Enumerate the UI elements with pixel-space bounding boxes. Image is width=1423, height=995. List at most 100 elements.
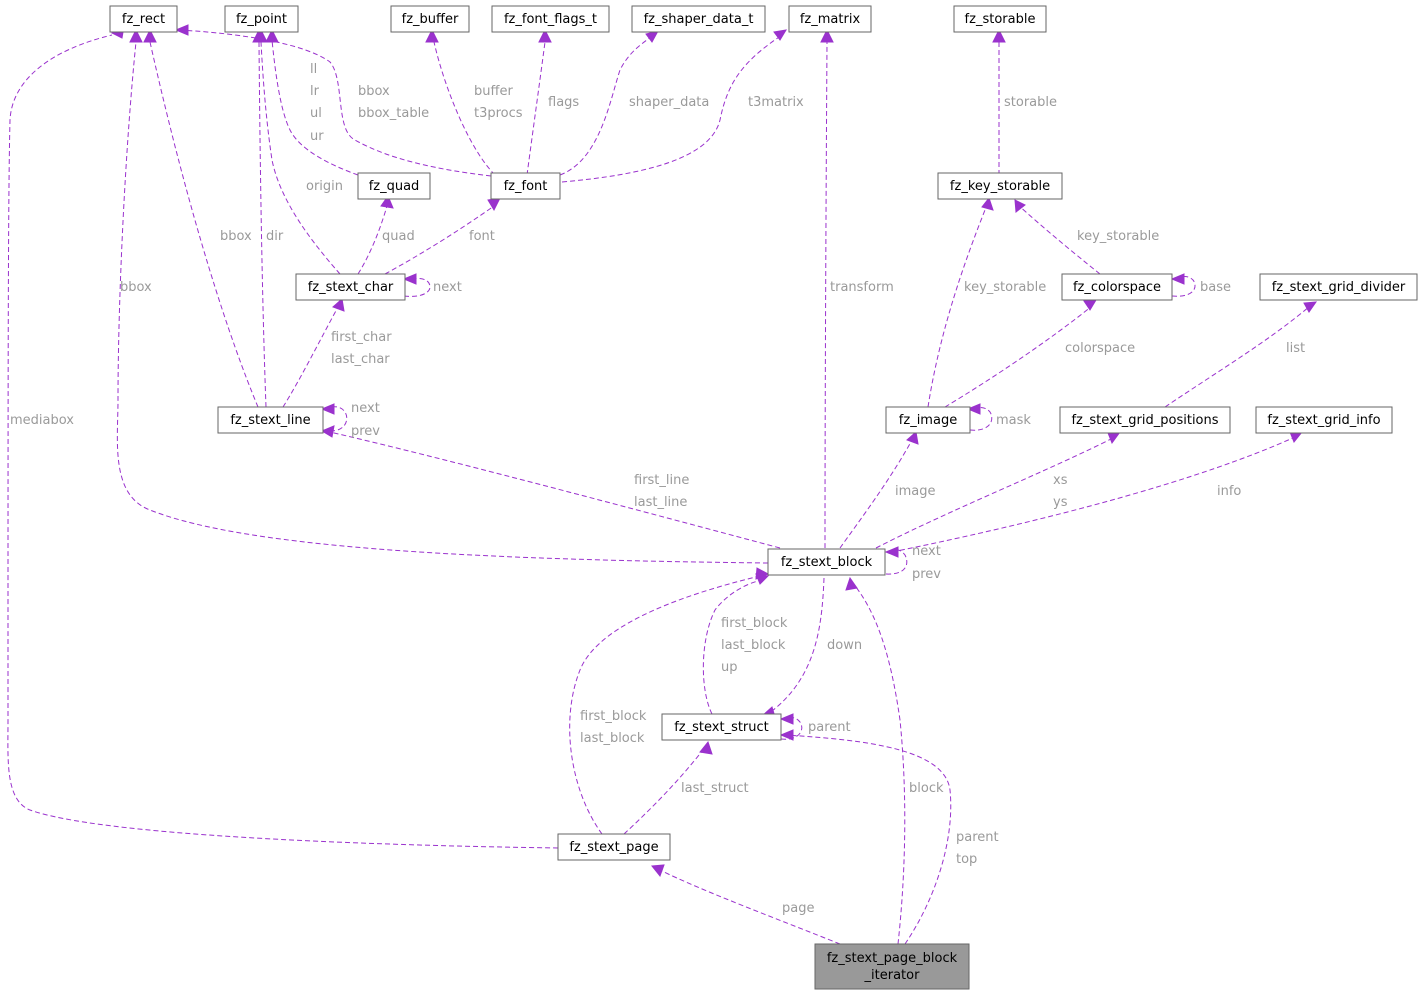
node-fz-font-flags-t[interactable]: fz_font_flags_t — [491, 5, 610, 33]
label-block-prev: prev — [912, 567, 941, 582]
edge-block-struct — [767, 577, 825, 715]
node-label: fz_matrix — [800, 12, 861, 27]
label-list: list — [1286, 341, 1305, 356]
label-t3matrix: t3matrix — [748, 95, 804, 110]
node-fz-stext-char[interactable]: fz_stext_char — [295, 273, 406, 301]
label-image: image — [895, 484, 936, 499]
node-fz-image[interactable]: fz_image — [885, 406, 971, 434]
node-label: fz_font — [504, 179, 548, 194]
label-bbox-table: bbox_table — [358, 106, 429, 121]
node-fz-point[interactable]: fz_point — [224, 5, 299, 33]
node-fz-stext-line[interactable]: fz_stext_line — [217, 406, 324, 434]
label-key-storable-cs: key_storable — [1077, 229, 1159, 244]
edge-page-rect — [7, 34, 559, 849]
arrow-line — [320, 425, 335, 438]
edge-block-gridpos — [875, 436, 1116, 549]
arrow-keystorable-2 — [1014, 199, 1026, 213]
label-xs: xs — [1053, 473, 1068, 488]
node-fz-matrix[interactable]: fz_matrix — [788, 5, 872, 33]
node-label: fz_rect — [122, 12, 165, 27]
label-font: font — [469, 229, 495, 244]
edge-colorspace-keystorable — [1016, 203, 1101, 275]
arrow-char — [332, 298, 345, 312]
label-ll: ll — [310, 62, 317, 77]
edge-line-point — [258, 41, 267, 408]
node-label: fz_point — [236, 12, 287, 27]
arrow-colorspace — [1083, 299, 1097, 311]
edge-font-flags — [526, 41, 546, 176]
node-label-line2: _iterator — [864, 968, 921, 983]
node-fz-stext-grid-info[interactable]: fz_stext_grid_info — [1255, 406, 1393, 434]
label-ul: ul — [310, 106, 322, 121]
nodes: fz_rect fz_point fz_buffer fz_font_flags… — [109, 5, 1418, 990]
node-fz-colorspace[interactable]: fz_colorspace — [1061, 273, 1173, 301]
label-line-next: next — [351, 401, 380, 416]
edge-iter-page — [659, 869, 841, 945]
label-down: down — [827, 638, 862, 653]
label-buffer: buffer — [474, 84, 513, 99]
node-fz-stext-struct[interactable]: fz_stext_struct — [661, 713, 782, 741]
label-t3procs: t3procs — [474, 106, 523, 121]
node-fz-key-storable[interactable]: fz_key_storable — [937, 172, 1063, 200]
node-label: fz_stext_line — [230, 413, 310, 428]
node-fz-stext-grid-divider[interactable]: fz_stext_grid_divider — [1259, 273, 1418, 301]
node-fz-stext-block[interactable]: fz_stext_block — [767, 548, 886, 576]
label-storable: storable — [1004, 95, 1057, 110]
label-ur: ur — [310, 129, 324, 144]
edge-char-quad — [357, 205, 388, 275]
arrow-font — [487, 197, 501, 212]
arrow-block-self — [884, 546, 899, 558]
node-fz-storable[interactable]: fz_storable — [953, 5, 1047, 33]
label-struct-first-block: first_block — [721, 616, 788, 631]
node-fz-font[interactable]: fz_font — [490, 172, 561, 200]
arrow-storable — [992, 28, 1006, 43]
edge-font-rect — [177, 29, 492, 177]
label-dir: dir — [266, 229, 284, 244]
node-label: fz_quad — [369, 179, 420, 194]
edge-labels: ll lr ul ur bbox bbox_table buffer t3pro… — [10, 62, 1305, 916]
edge-char-point — [260, 41, 341, 275]
edge-block-matrix — [824, 41, 828, 549]
arrow-char-self — [402, 273, 417, 285]
label-line-bbox: bbox — [220, 229, 252, 244]
label-block-next: next — [912, 544, 941, 559]
node-fz-quad[interactable]: fz_quad — [357, 172, 431, 200]
arrow-struct-self — [779, 713, 794, 725]
node-label: fz_buffer — [402, 12, 459, 27]
label-first-char: first_char — [331, 330, 392, 345]
label-struct-parent: parent — [808, 720, 851, 735]
node-fz-stext-page[interactable]: fz_stext_page — [557, 833, 671, 861]
node-label: fz_key_storable — [950, 179, 1050, 194]
node-fz-rect[interactable]: fz_rect — [109, 5, 178, 33]
edge-page-struct — [623, 745, 707, 835]
arrowheads — [110, 24, 1318, 878]
label-last-char: last_char — [331, 352, 390, 367]
label-page-first-block: first_block — [580, 709, 647, 724]
arrow-point-3 — [252, 28, 266, 43]
label-flags: flags — [548, 95, 579, 110]
node-fz-shaper-data-t[interactable]: fz_shaper_data_t — [631, 5, 766, 33]
node-label: fz_font_flags_t — [504, 12, 597, 27]
arrow-struct-2 — [699, 740, 713, 755]
label-info: info — [1217, 484, 1241, 499]
node-label: fz_stext_grid_info — [1267, 413, 1380, 428]
edge-line-char — [282, 306, 339, 408]
edge-iter-struct — [784, 734, 952, 945]
edge-colorspace-self — [1171, 276, 1196, 297]
label-key-storable-image: key_storable — [964, 280, 1046, 295]
node-fz-stext-grid-positions[interactable]: fz_stext_grid_positions — [1059, 406, 1231, 434]
node-fz-stext-page-block-iterator[interactable]: fz_stext_page_block _iterator — [814, 943, 970, 990]
label-block-bbox: bbox — [120, 280, 152, 295]
label-page: page — [782, 901, 814, 916]
label-origin: origin — [306, 179, 343, 194]
node-label: fz_stext_char — [308, 280, 394, 295]
node-fz-buffer[interactable]: fz_buffer — [390, 5, 470, 33]
node-label: fz_storable — [965, 12, 1036, 27]
label-char-next: next — [433, 280, 462, 295]
arrow-rect-2 — [129, 28, 143, 43]
node-label: fz_stext_struct — [674, 720, 769, 735]
arrow-quad — [380, 194, 394, 209]
label-line-prev: prev — [351, 424, 380, 439]
arrow-keystorable-1 — [981, 196, 994, 211]
